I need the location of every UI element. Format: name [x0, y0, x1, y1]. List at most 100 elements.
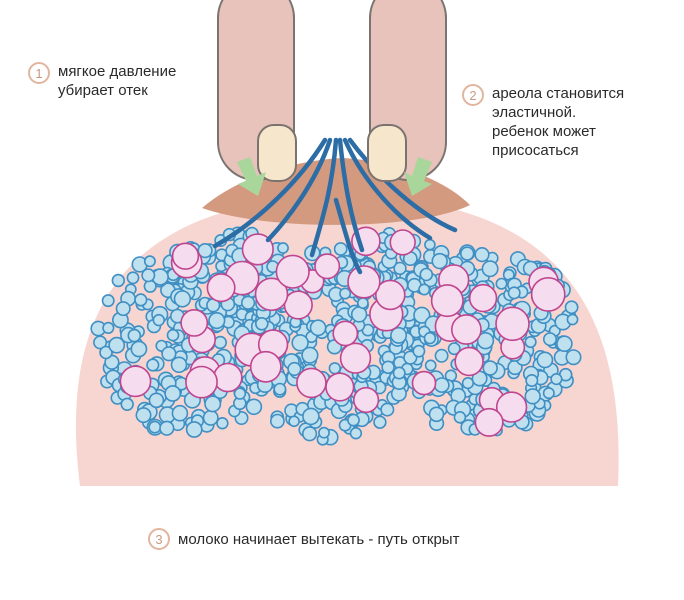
alveolus-small	[254, 316, 269, 331]
alveolus-small	[111, 273, 126, 288]
callout-text-1: мягкое давление убирает отек	[58, 63, 177, 99]
alveolus-small	[356, 297, 369, 309]
left-finger	[217, 0, 297, 182]
alveolus-small	[273, 382, 287, 396]
alveolus-small	[302, 407, 320, 426]
alveolus-small	[428, 406, 445, 423]
alveolus-small	[99, 345, 113, 360]
alveolus-small	[171, 404, 189, 422]
alveolus-small	[419, 267, 434, 282]
alveolus-large	[450, 314, 482, 345]
alveolus-small	[373, 415, 387, 429]
alveolus-small	[390, 326, 408, 344]
alveolus-small	[161, 346, 177, 362]
alveolus-small	[318, 426, 330, 439]
alveolus-large	[495, 306, 530, 342]
right-finger	[367, 0, 447, 182]
alveolus-small	[197, 243, 213, 259]
alveolus-small	[433, 377, 450, 393]
alveolus-small	[166, 328, 180, 342]
alveolus-large	[254, 277, 289, 312]
alveolus-small	[381, 360, 395, 375]
alveolus-small	[392, 366, 406, 380]
alveolus-small	[460, 246, 475, 261]
alveolus-small	[333, 242, 348, 256]
alveolus-large	[314, 253, 341, 280]
alveolus-small	[447, 342, 461, 356]
alveolus-small	[277, 242, 289, 254]
alveolus-small	[208, 312, 226, 330]
alveolus-large	[283, 290, 313, 320]
alveolus-small	[564, 300, 579, 315]
alveolus-small	[424, 238, 436, 251]
alveolus-large	[213, 362, 243, 393]
alveolus-small	[550, 373, 563, 386]
alveolus-small	[474, 247, 490, 263]
alveolus-small	[328, 362, 341, 375]
alveolus-small	[482, 360, 498, 376]
alveolus-small	[185, 421, 203, 438]
alveolus-small	[453, 410, 467, 424]
alveolus-small	[108, 336, 126, 354]
alveolus-small	[412, 344, 426, 358]
alveolus-small	[495, 277, 508, 290]
alveolus-small	[423, 331, 437, 345]
alveolus-large	[339, 342, 372, 374]
alveolus-small	[556, 335, 573, 353]
alveolus-small	[216, 417, 229, 430]
alveolus-small	[476, 332, 495, 350]
alveolus-small	[130, 340, 148, 358]
callout-milk-flows: 3 молоко начинает вытекать - путь открыт	[148, 528, 459, 550]
alveolus-large	[275, 254, 310, 289]
alveolus-small	[413, 306, 431, 324]
alveolus-small	[536, 351, 554, 369]
alveolus-small	[141, 268, 156, 283]
callout-text-2: ареола становится эластичной. ребенок мо…	[492, 85, 625, 159]
alveolus-small	[418, 283, 431, 296]
alveolus-large	[249, 350, 282, 383]
alveolus-small	[302, 426, 318, 442]
alveolus-large	[430, 284, 464, 318]
alveolus-small	[434, 348, 449, 363]
alveolus-small	[565, 349, 582, 366]
alveolus-small	[120, 397, 134, 411]
milk-duct	[309, 137, 339, 258]
callout-areola-elastic: 2 ареола становится эластичной. ребенок …	[462, 84, 624, 160]
alveolus-small	[380, 402, 395, 417]
alveolus-small	[93, 335, 108, 350]
alveolus-small	[349, 427, 363, 440]
alveolus-small	[525, 373, 539, 387]
alveolus-large	[180, 308, 209, 337]
alveolus-large	[332, 320, 359, 347]
alveolus-small	[143, 255, 156, 268]
alveolus-small	[148, 420, 162, 434]
alveolus-small	[213, 335, 228, 350]
milk-ducts	[212, 137, 458, 275]
milk-alveoli	[90, 226, 582, 446]
alveolus-large	[185, 365, 218, 399]
alveolus-small	[245, 398, 263, 416]
alveolus-small	[204, 395, 222, 413]
left-pressure-arrow	[237, 157, 266, 196]
right-pressure-arrow	[404, 157, 432, 196]
alveolus-large	[474, 407, 504, 437]
alveolus-large	[119, 365, 152, 398]
step-number-2: 2	[462, 84, 484, 106]
alveolus-large	[206, 273, 236, 303]
alveolus-large	[374, 279, 406, 311]
left-fingernail	[257, 124, 297, 182]
alveolus-small	[115, 301, 131, 317]
alveolus-large	[454, 346, 484, 377]
alveolus-large	[468, 283, 498, 313]
alveolus-large	[530, 276, 566, 312]
alveolus-small	[146, 358, 160, 372]
milk-duct	[347, 137, 458, 233]
step-number-3: 3	[148, 528, 170, 550]
alveolus-large	[411, 370, 437, 396]
step-number-1: 1	[28, 62, 50, 84]
alveolus-small	[152, 313, 166, 327]
milk-duct	[337, 137, 365, 253]
right-fingernail	[367, 124, 407, 182]
alveolus-small	[481, 260, 499, 278]
